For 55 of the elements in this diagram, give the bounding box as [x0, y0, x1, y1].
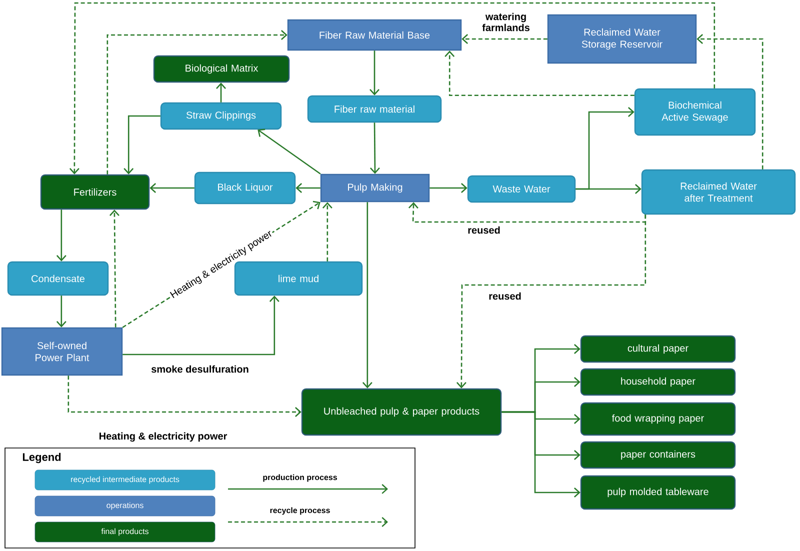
arrow — [576, 184, 642, 194]
edge-label: watering farmlands — [475, 12, 537, 32]
product-box: food wrapping paper — [580, 402, 736, 436]
recycle-arrow — [106, 30, 288, 174]
operation-box: Self-owned Power Plant — [1, 327, 123, 376]
arrow — [370, 50, 380, 96]
recycle-arrow — [456, 214, 646, 388]
arrow — [370, 122, 380, 174]
arrow — [502, 411, 580, 498]
product-box: paper containers — [580, 441, 736, 469]
legend-text: final products — [101, 528, 148, 536]
recycle-arrow — [68, 376, 302, 417]
arrow — [124, 115, 160, 174]
intermediate-box: Biochemical Active Sewage — [634, 88, 756, 136]
arrow — [296, 183, 320, 193]
edge-label: reused — [488, 291, 522, 301]
arrow — [150, 183, 194, 193]
operation-box: Fiber Raw Material Base — [287, 19, 462, 51]
edge-label: Heating & electricity power — [98, 431, 228, 443]
intermediate-box: Waste Water — [467, 175, 576, 203]
arrow — [56, 210, 66, 262]
intermediate-box: Black Liquor — [194, 172, 296, 204]
arrow — [430, 183, 468, 193]
arrow — [258, 128, 321, 174]
recycle-arrow — [462, 34, 548, 44]
arrow — [122, 296, 280, 356]
recycle-arrow — [444, 50, 634, 96]
product-box: Unbleached pulp & paper products — [301, 388, 502, 436]
product-box: pulp molded tableware — [580, 475, 736, 510]
intermediate-box: lime mud — [234, 261, 363, 296]
legend-text: recycled intermediate products — [71, 476, 180, 484]
intermediate-box: Reclaimed Water after Treatment — [641, 169, 796, 215]
product-box: household paper — [580, 368, 736, 396]
product-box: cultural paper — [580, 335, 736, 363]
recycle-arrow — [408, 202, 646, 223]
legend-text: production process — [263, 474, 338, 482]
recycle-arrow — [696, 34, 764, 170]
operation-box: Reclaimed Water Storage Reservoir — [547, 14, 697, 64]
intermediate-box: Straw Clippings — [160, 102, 282, 130]
arrow — [362, 202, 372, 388]
edge-label: reused — [466, 225, 502, 235]
product-box: Fertilizers — [40, 174, 150, 210]
operation-box: Pulp Making — [320, 174, 430, 202]
recycle-arrow — [109, 210, 120, 328]
intermediate-box: Condensate — [7, 261, 109, 296]
recycle-arrow — [69, 2, 716, 174]
arrow — [216, 82, 226, 102]
legend-text: operations — [106, 502, 144, 510]
product-box: Biological Matrix — [153, 55, 290, 83]
edge-label: smoke desulfuration — [150, 364, 250, 374]
legend-text: recycle process — [270, 507, 330, 515]
recycle-arrow — [322, 202, 332, 262]
intermediate-box: Fiber raw material — [307, 95, 442, 123]
arrow — [56, 296, 66, 328]
legend-title: Legend — [22, 452, 61, 464]
